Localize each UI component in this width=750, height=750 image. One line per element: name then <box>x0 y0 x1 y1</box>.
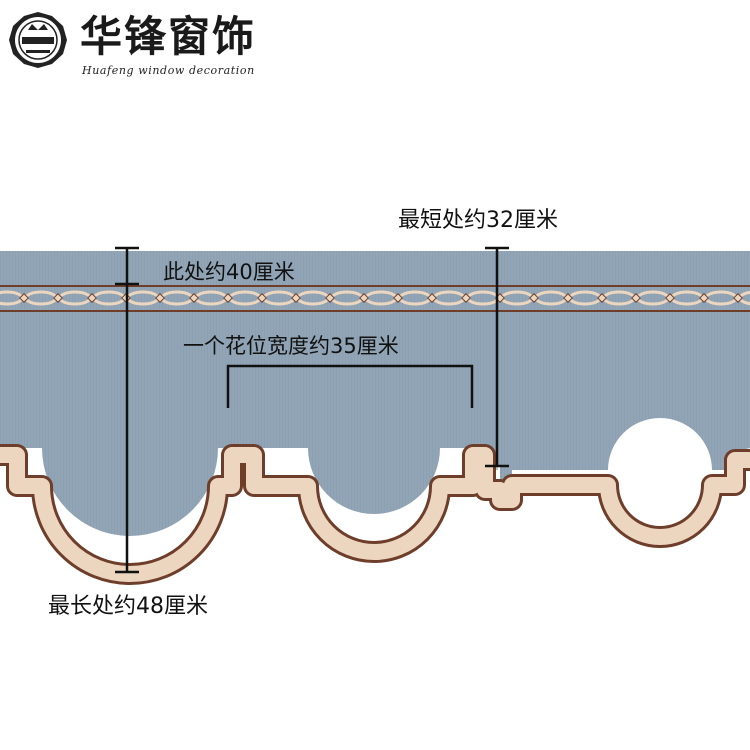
measure-longest <box>115 246 139 574</box>
brand-name-cn: 华锋窗饰 <box>80 12 257 61</box>
label-shortest: 最短处约32厘米 <box>398 208 558 233</box>
braid-knot <box>359 293 369 303</box>
brand-logo-badge <box>9 12 67 68</box>
braid-knot <box>461 293 471 303</box>
label-longest: 最长处约48厘米 <box>48 594 208 619</box>
label-pattern-width: 一个花位宽度约35厘米 <box>183 334 399 358</box>
braid-knot <box>733 293 743 303</box>
braid-knot <box>223 293 233 303</box>
valance-fabric <box>0 251 750 536</box>
braid-knot <box>291 293 301 303</box>
braid-knot <box>393 293 403 303</box>
braid-knot <box>257 293 267 303</box>
measure-pattern-width <box>226 364 474 408</box>
braid-knot <box>665 293 675 303</box>
braid-knot <box>597 293 607 303</box>
braid-knot <box>325 293 335 303</box>
braid-knot <box>19 293 29 303</box>
measure-shortest <box>485 246 509 468</box>
braid-knot <box>87 293 97 303</box>
braid-knot <box>529 293 539 303</box>
braid-knot <box>155 293 165 303</box>
braid-band <box>0 285 750 312</box>
braid-knot <box>563 293 573 303</box>
braid-knot <box>631 293 641 303</box>
brand-name-en: Huafeng window decoration <box>82 64 255 77</box>
braid-knot <box>189 293 199 303</box>
braid-knot <box>53 293 63 303</box>
label-top-band: 此处约40厘米 <box>163 260 295 284</box>
braid-knot <box>699 293 709 303</box>
braid-knot <box>427 293 437 303</box>
